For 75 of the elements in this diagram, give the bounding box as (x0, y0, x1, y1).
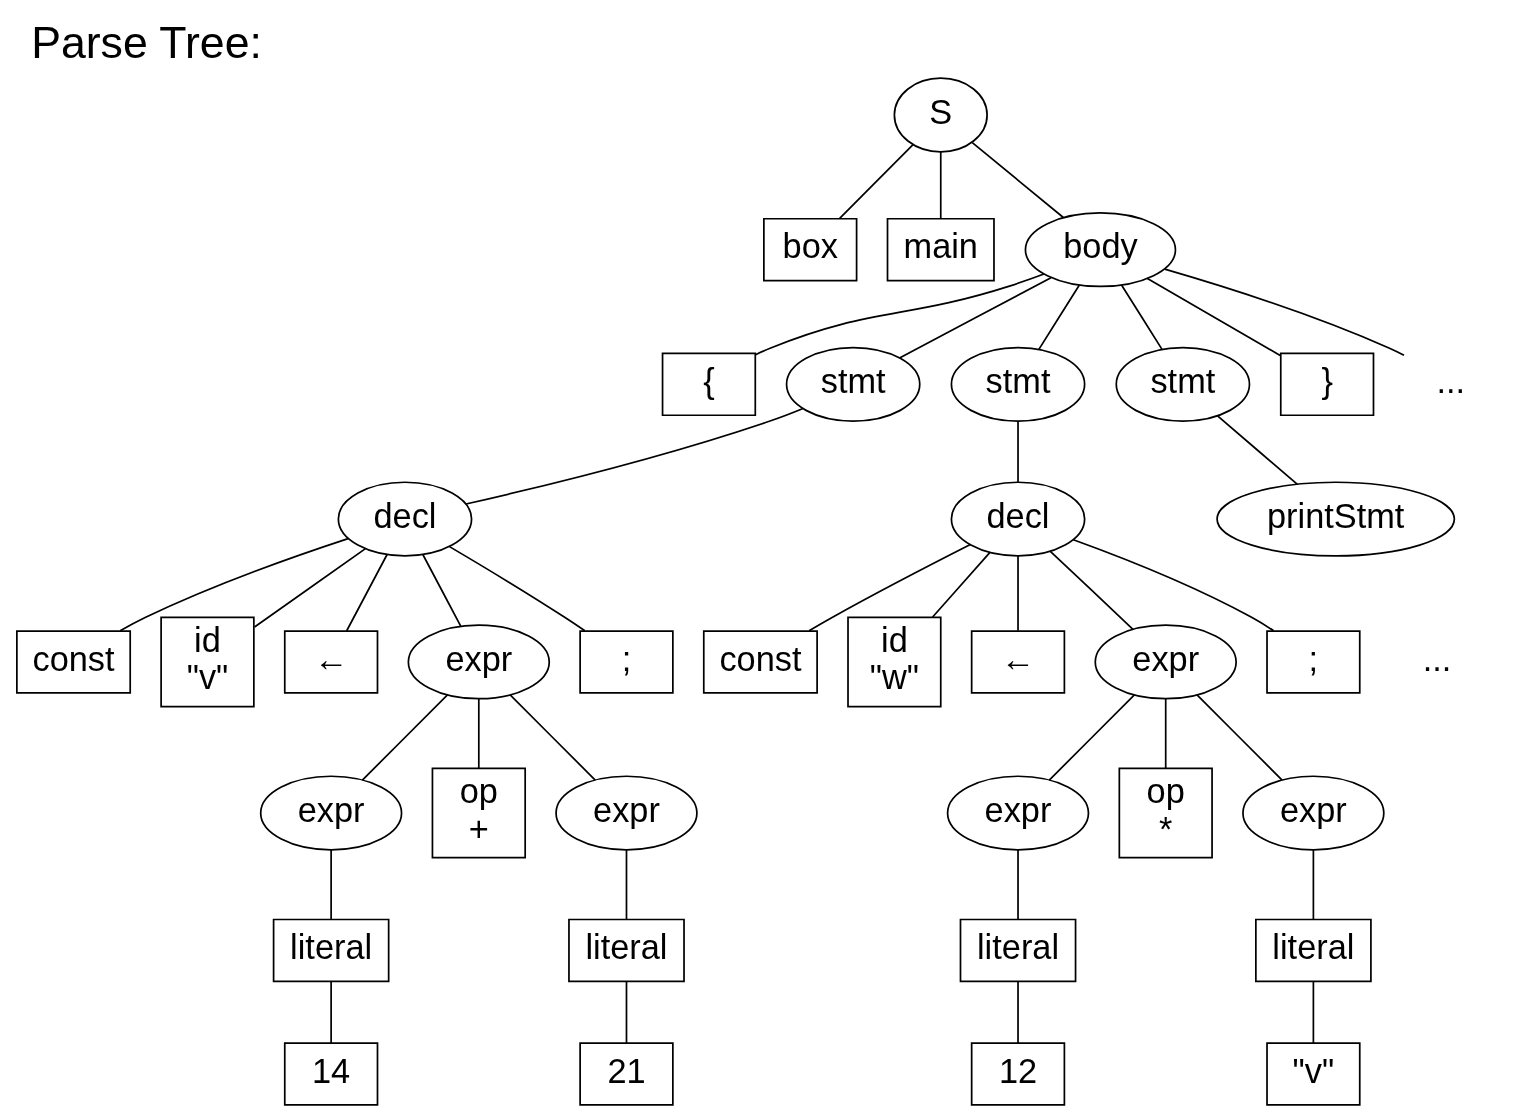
connector (898, 276, 1052, 359)
connector (329, 849, 332, 921)
connector (329, 981, 332, 1044)
connector (448, 545, 586, 632)
connector (939, 151, 942, 219)
node-ellipse: expr (1241, 775, 1385, 851)
diagram-title: Parse Tree: (30, 17, 262, 67)
connector (1120, 284, 1163, 351)
node-box: } (1279, 352, 1374, 417)
connector (931, 551, 991, 618)
node-box: box (762, 217, 857, 282)
connector (118, 537, 349, 632)
connector (807, 543, 971, 632)
node-ellipse: expr (1093, 624, 1237, 700)
node-ellipse: expr (554, 775, 698, 851)
node-ellipse: stmt (950, 346, 1085, 422)
node-ellipse: S (893, 77, 988, 153)
node-ellipse: stmt (1114, 346, 1250, 422)
connector (1016, 420, 1019, 484)
node-ellipse: decl (950, 481, 1085, 557)
connector (345, 553, 388, 632)
node-ellipse: body (1024, 212, 1176, 288)
connector (508, 694, 596, 781)
node-box: literal (959, 918, 1076, 983)
node-box: ← (283, 630, 378, 694)
node-box: 21 (578, 1042, 674, 1106)
connector (1164, 697, 1167, 769)
node-box: { (661, 352, 756, 417)
connector (754, 273, 1045, 356)
connector (1072, 538, 1274, 632)
label: ... (1422, 639, 1451, 678)
node-box: id "w" (846, 616, 942, 708)
connector (625, 981, 627, 1044)
node-box: main (886, 217, 995, 282)
connector (1195, 694, 1283, 781)
node-box: 14 (283, 1042, 378, 1106)
connector (464, 407, 804, 505)
node-box: literal (272, 918, 389, 983)
connector (1216, 415, 1298, 486)
node-ellipse: expr (407, 624, 550, 700)
connector (1016, 981, 1019, 1044)
connector (253, 547, 366, 628)
connector (1048, 550, 1134, 631)
node-text: ... (1435, 361, 1465, 400)
connector (1312, 981, 1314, 1044)
connector (1037, 284, 1080, 351)
connector (970, 141, 1064, 219)
connector (361, 694, 448, 781)
node-box: ; (1265, 630, 1361, 694)
node-box: "v" (1265, 1042, 1361, 1106)
node-ellipse: expr (259, 775, 402, 851)
connector (477, 697, 480, 769)
node-box: op * (1118, 767, 1213, 859)
node-ellipse: expr (946, 775, 1089, 851)
node-box: literal (1254, 918, 1372, 983)
node-box: 12 (970, 1042, 1065, 1106)
node-box: ; (578, 630, 674, 694)
node-box: const (15, 630, 131, 694)
connector (1016, 849, 1019, 921)
node-box: ← (970, 630, 1065, 694)
node-box: op + (431, 767, 526, 859)
connector (1047, 694, 1135, 781)
node-ellipse: printStmt (1215, 481, 1455, 557)
connector (1016, 555, 1019, 632)
node-ellipse: stmt (785, 346, 921, 422)
connector (1312, 849, 1314, 921)
node-box: const (702, 630, 818, 694)
node-ellipse: decl (337, 481, 472, 557)
connector (421, 553, 462, 628)
connector (838, 143, 914, 220)
node-box: literal (567, 918, 685, 983)
connector (1163, 268, 1405, 357)
connector (1146, 277, 1281, 357)
connector (625, 849, 627, 921)
node-box: id "v" (159, 616, 255, 708)
